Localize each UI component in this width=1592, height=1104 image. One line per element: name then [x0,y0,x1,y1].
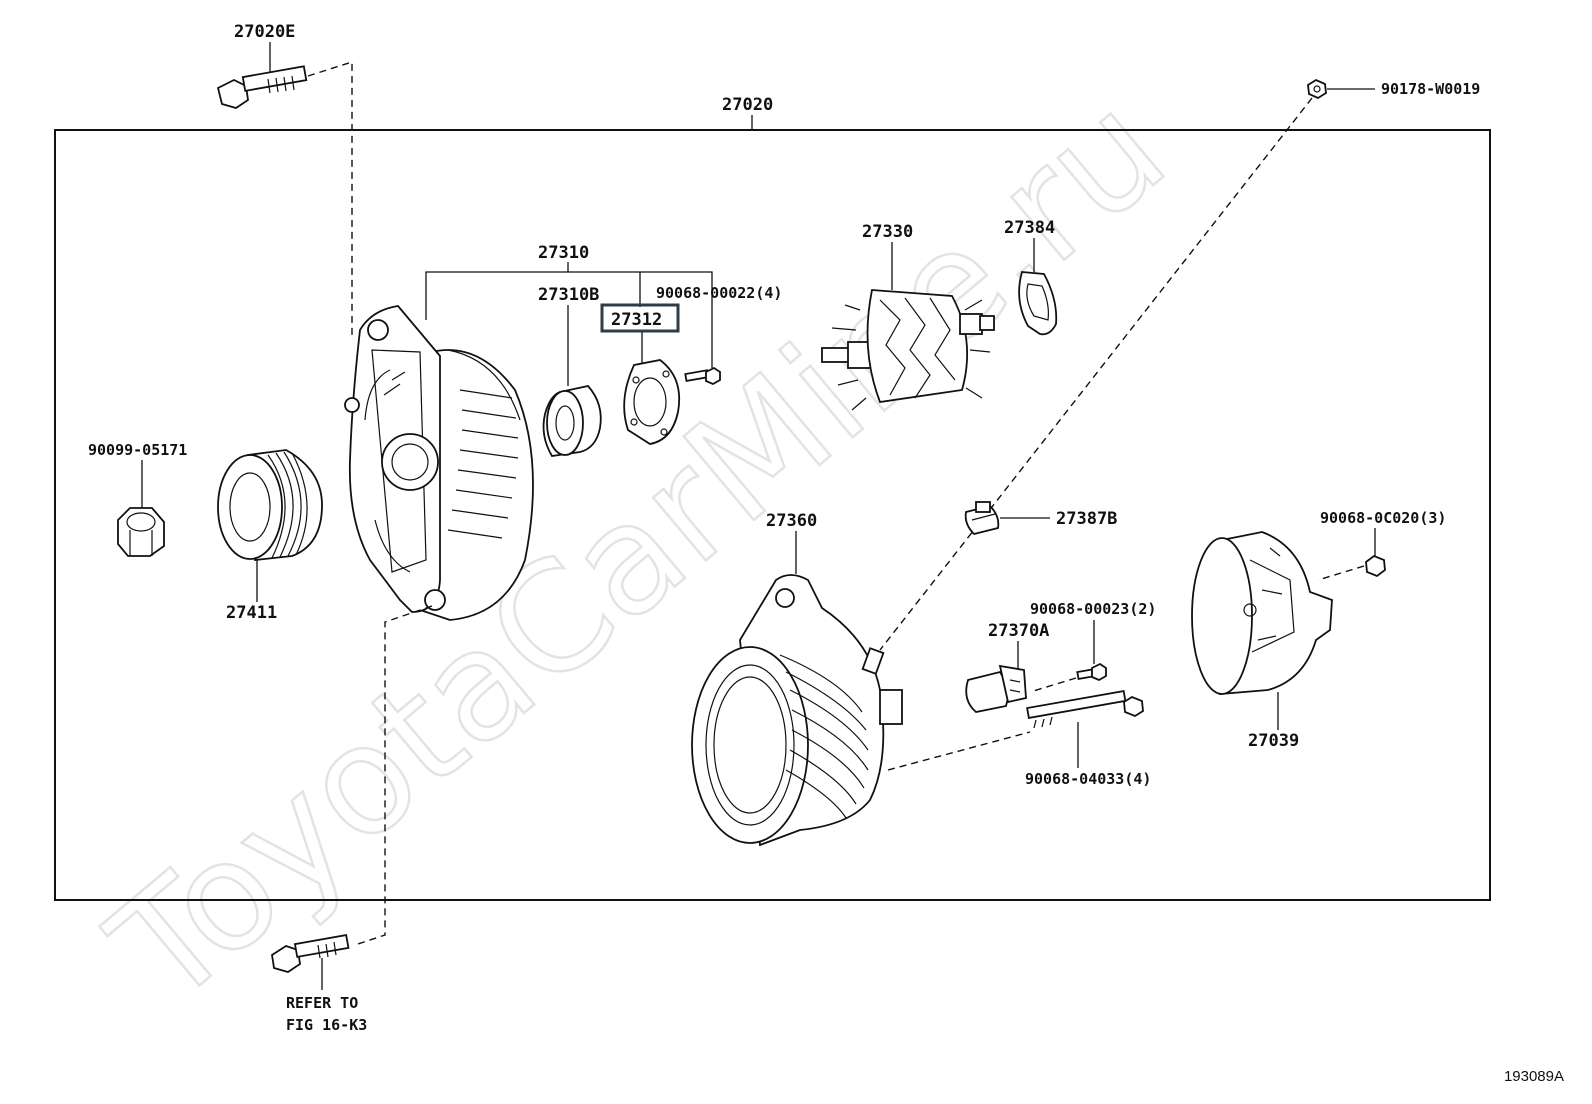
label-27312[interactable]: 27312 [611,310,662,330]
dashed-line-90178 [879,97,1313,651]
bolt-lower-refer[interactable] [271,934,350,973]
screw-90068-00023[interactable] [1076,662,1107,682]
pulley-27411[interactable] [217,449,323,561]
label-27370a: 27370A [988,621,1049,641]
label-27411: 27411 [226,603,277,623]
label-27384: 27384 [1004,218,1055,238]
insulator-27387b[interactable] [964,501,1000,535]
label-90068-04033: 90068-04033(4) [1025,770,1151,788]
screw-90068-00022[interactable] [684,366,721,386]
rotor-27330[interactable] [821,289,995,411]
nut-90099-05171[interactable] [117,507,165,557]
retainer-plate-27312[interactable] [623,359,681,445]
rear-frame-27360[interactable] [691,574,903,847]
through-bolt-90068-04033[interactable] [1026,690,1144,729]
insulator-27384[interactable] [1018,271,1058,336]
highlight-box-27312 [600,303,680,333]
dashed-line-lower-bolt [354,605,433,946]
bolt-27020e[interactable] [216,65,308,109]
label-27330: 27330 [862,222,913,242]
dashed-line-27020e [307,61,353,340]
label-27039: 27039 [1248,731,1299,751]
label-27387b: 27387B [1056,509,1117,529]
rear-end-cover-27039[interactable] [1191,531,1333,695]
label-27310b: 27310B [538,285,599,305]
brush-holder-27370a[interactable] [965,664,1027,713]
label-27310: 27310 [538,243,589,263]
label-90178-w0019: 90178-W0019 [1381,80,1480,98]
refer-to-text[interactable]: REFER TO [286,994,358,1012]
nut-90178-w0019[interactable] [1307,78,1327,100]
label-90068-00022: 90068-00022(4) [656,284,782,302]
nut-90068-0c020[interactable] [1365,554,1386,578]
label-27360: 27360 [766,511,817,531]
label-90068-0c020: 90068-0C020(3) [1320,509,1446,527]
label-90068-00023: 90068-00023(2) [1030,600,1156,618]
label-27020: 27020 [722,95,773,115]
label-90099-05171: 90099-05171 [88,441,187,459]
refer-fig-text[interactable]: FIG 16-K3 [286,1016,367,1034]
dashed-line-0c020 [1317,565,1365,581]
assembly-boundary-box [54,129,1491,901]
label-27020e: 27020E [234,22,295,42]
figure-id: 193089A [1503,1068,1564,1085]
bearing-27310b[interactable] [542,385,602,457]
dashed-line-00023 [1029,677,1077,693]
bracket-27310 [425,271,713,368]
drive-end-frame[interactable] [344,305,534,621]
dashed-line-04033 [887,731,1031,771]
